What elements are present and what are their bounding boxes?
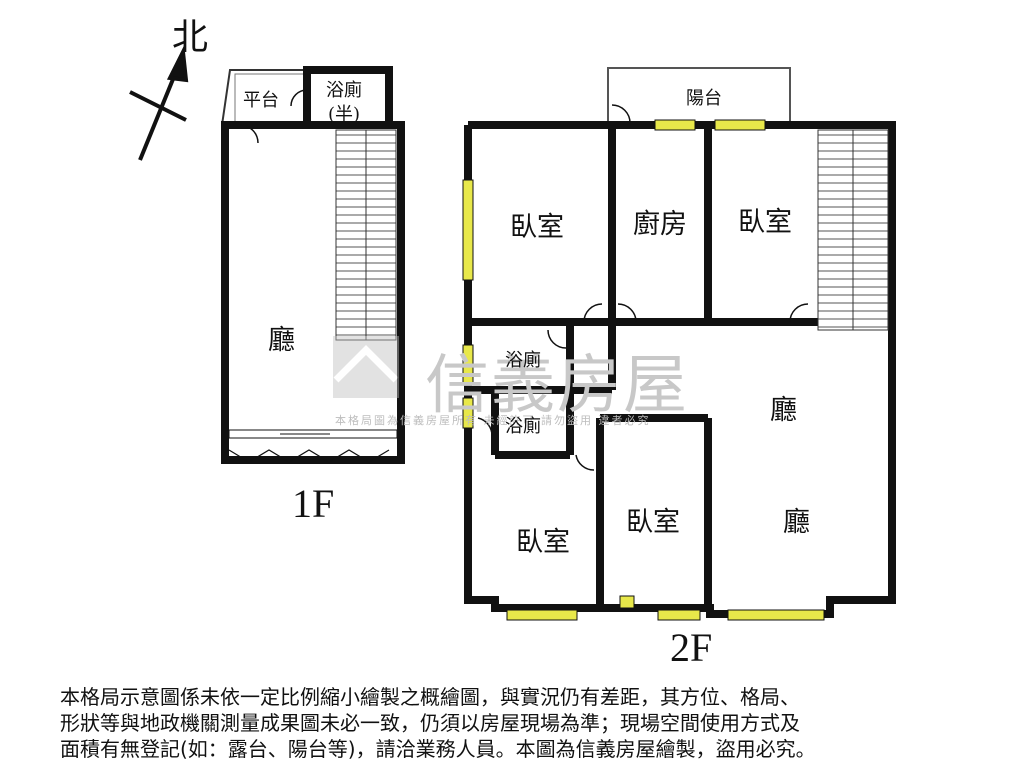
- disclaimer-line-2: 形狀等與地政機關測量成果圖未必一致，仍須以房屋現場為準；現場空間使用方式及: [60, 711, 800, 735]
- room-label-half-bath-note: (半): [328, 104, 361, 125]
- floor-label-2f: 2F: [670, 625, 713, 670]
- room-label-1f-living: 廳: [268, 325, 295, 356]
- room-label-platform: 平台: [243, 90, 279, 111]
- watermark-note: 本格局圖為信義房屋所有 未經許可 請勿盜用 違者必究: [335, 414, 651, 427]
- compass-label: 北: [172, 17, 209, 58]
- room-label-bedroom-sw: 臥室: [516, 527, 570, 558]
- disclaimer: 本格局示意圖係未依一定比例縮小繪製之概繪圖，與實況仍有差距，其方位、格局、 形狀…: [60, 684, 990, 762]
- room-label-living-upper: 廳: [770, 395, 797, 426]
- room-label-bath-lower: 浴廁: [505, 416, 541, 437]
- house-logo-icon: [333, 336, 399, 398]
- room-label-bedroom-nw: 臥室: [510, 212, 564, 243]
- floor2-plan: [462, 67, 896, 621]
- room-label-half-bath: 浴廁: [326, 80, 362, 101]
- room-label-kitchen: 廚房: [633, 209, 687, 240]
- floor1-plan: [221, 66, 405, 464]
- compass-arrow-icon: [129, 45, 189, 161]
- room-label-bath-upper: 浴廁: [505, 350, 541, 371]
- room-label-bedroom-ne: 臥室: [738, 207, 792, 238]
- disclaimer-line-1: 本格局示意圖係未依一定比例縮小繪製之概繪圖，與實況仍有差距，其方位、格局、: [60, 685, 800, 709]
- room-label-bedroom-s: 臥室: [626, 507, 680, 538]
- floor-label-1f: 1F: [292, 481, 335, 526]
- room-label-living-lower: 廳: [783, 507, 810, 538]
- room-label-balcony: 陽台: [686, 88, 722, 109]
- disclaimer-line-3: 面積有無登記(如：露台、陽台等)，請洽業務人員。本圖為信義房屋繪製，盜用必究。: [60, 737, 816, 761]
- watermark-brand: 信義房屋: [425, 349, 689, 423]
